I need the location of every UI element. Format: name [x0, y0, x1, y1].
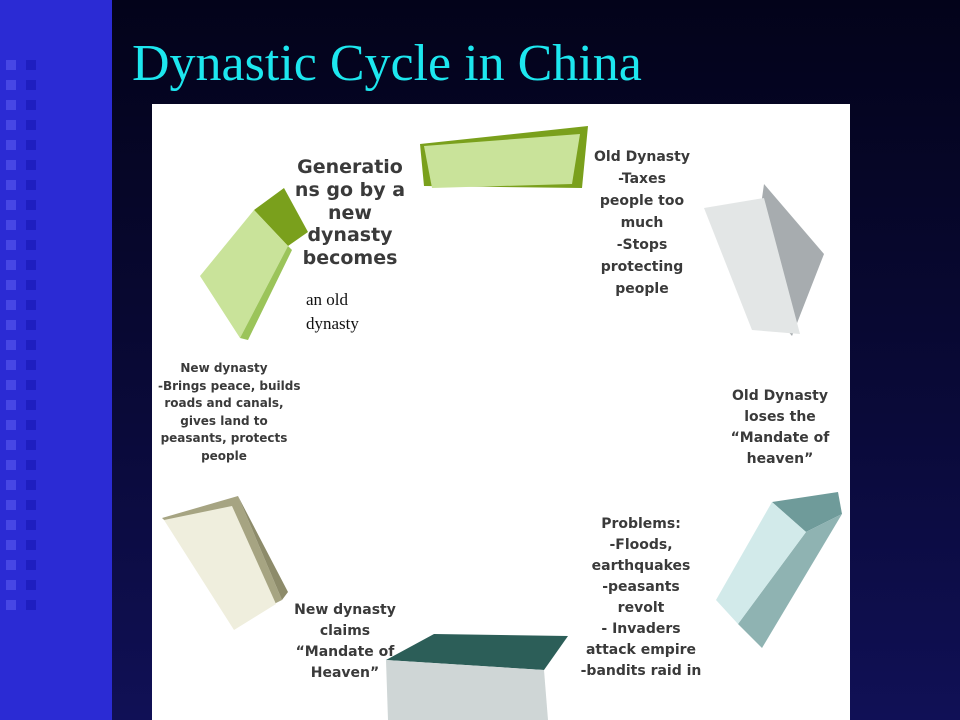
label-line: “Mandate of: [730, 430, 830, 446]
label-line: people too: [599, 193, 685, 209]
label-line: -Floods,: [609, 537, 673, 553]
arc-segment-top: [420, 126, 588, 188]
label-line: people: [615, 281, 669, 297]
label-line: -Brings peace, builds: [158, 378, 301, 393]
arc-segment-right: [716, 492, 842, 648]
label-line: new: [328, 201, 372, 224]
label-new-dynasty-claims: New dynasty claims “Mandate of Heaven”: [290, 600, 400, 684]
label-new-dynasty-brings: New dynasty -Brings peace, builds roads …: [158, 360, 301, 465]
decor-squares: [6, 60, 16, 620]
label-line: New dynasty: [294, 602, 396, 618]
label-line: heaven”: [746, 451, 814, 467]
decor-squares: [26, 60, 36, 620]
label-line: - Invaders: [601, 621, 681, 637]
label-line: -Taxes: [618, 171, 666, 187]
label-line: claims: [319, 623, 371, 639]
arc-segment-bottom: [386, 634, 568, 720]
label-generations: Generatio ns go by a new dynasty becomes: [290, 156, 410, 270]
label-old-dynasty-taxes: Old Dynasty -Taxes people too much -Stop…: [584, 146, 700, 300]
label-line: an old: [306, 290, 349, 309]
label-line: earthquakes: [591, 558, 691, 574]
label-line: -Stops: [616, 237, 668, 253]
label-line: much: [620, 215, 664, 231]
label-line: loses the: [744, 409, 816, 425]
label-line: Generatio: [297, 156, 403, 178]
label-line: New dynasty: [180, 361, 268, 375]
label-line: Old Dynasty: [594, 149, 690, 165]
arc-segment-upper-left: [200, 188, 308, 340]
label-line: Heaven”: [310, 665, 380, 681]
label-line: peasants, protects: [160, 431, 288, 445]
arc-segment-upper-right: [704, 184, 824, 336]
label-problems: Problems: -Floods, earthquakes -peasants…: [578, 514, 704, 682]
label-generations-note: an old dynasty: [306, 288, 359, 336]
label-line: revolt: [617, 600, 665, 616]
label-line: dynasty: [307, 224, 393, 247]
label-line: roads and canals,: [164, 396, 284, 410]
slide-title: Dynastic Cycle in China: [132, 35, 642, 92]
label-line: becomes: [302, 247, 398, 270]
label-line: ns go by a: [294, 178, 406, 201]
cycle-diagram: Generatio ns go by a new dynasty becomes…: [152, 104, 850, 720]
label-old-dynasty-mandate: Old Dynasty loses the “Mandate of heaven…: [718, 386, 842, 470]
label-line: gives land to: [180, 413, 268, 428]
label-line: attack empire: [585, 642, 697, 658]
cycle-arcs: [162, 126, 842, 720]
label-line: protecting: [600, 259, 684, 275]
label-line: -peasants: [602, 579, 680, 595]
left-decor-strip: [0, 0, 112, 720]
label-line: “Mandate of: [295, 644, 395, 660]
arc-segment-lower-left: [162, 496, 288, 630]
label-line: -bandits raid in: [580, 663, 702, 679]
label-line: Old Dynasty: [732, 388, 828, 404]
label-line: people: [201, 448, 247, 463]
label-line: dynasty: [306, 314, 359, 333]
label-line: Problems:: [601, 516, 681, 532]
